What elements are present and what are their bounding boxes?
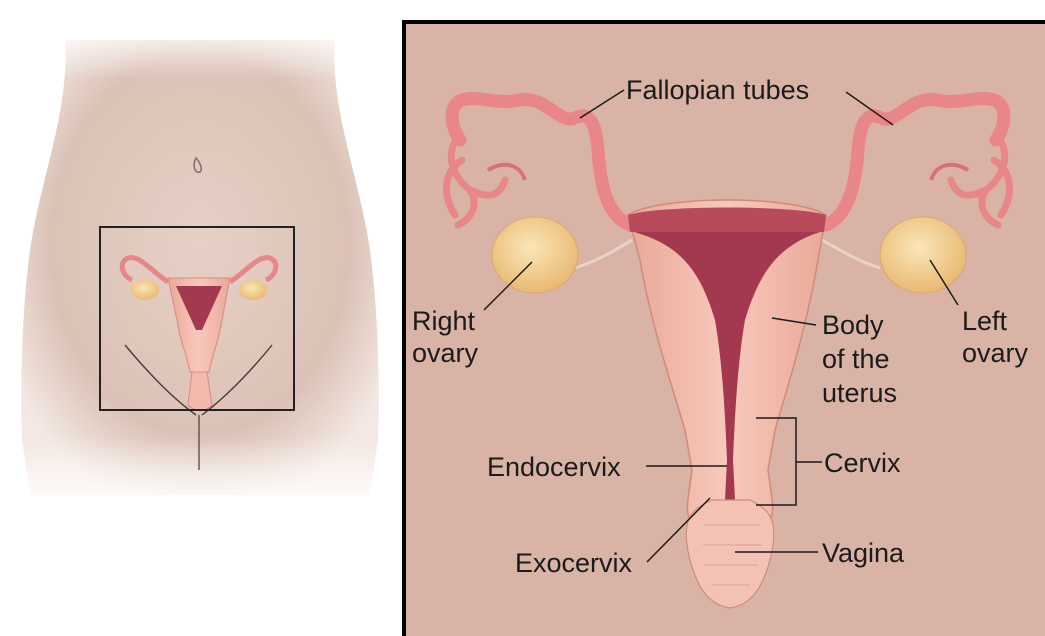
label-exocervix: Exocervix xyxy=(515,548,633,578)
label-vagina: Vagina xyxy=(822,538,905,568)
inset-panel: Fallopian tubes Right ovary Left ovary B… xyxy=(404,22,1045,636)
torso-fade xyxy=(0,20,400,510)
label-body-of-uterus: Body of the uterus xyxy=(822,310,897,408)
label-cervix: Cervix xyxy=(824,448,901,478)
label-fallopian-tubes: Fallopian tubes xyxy=(626,75,809,105)
right-ovary xyxy=(492,217,578,293)
torso-illustration xyxy=(0,20,400,510)
left-ovary xyxy=(880,217,966,293)
fundus-band xyxy=(628,208,826,233)
label-endocervix: Endocervix xyxy=(487,452,621,482)
